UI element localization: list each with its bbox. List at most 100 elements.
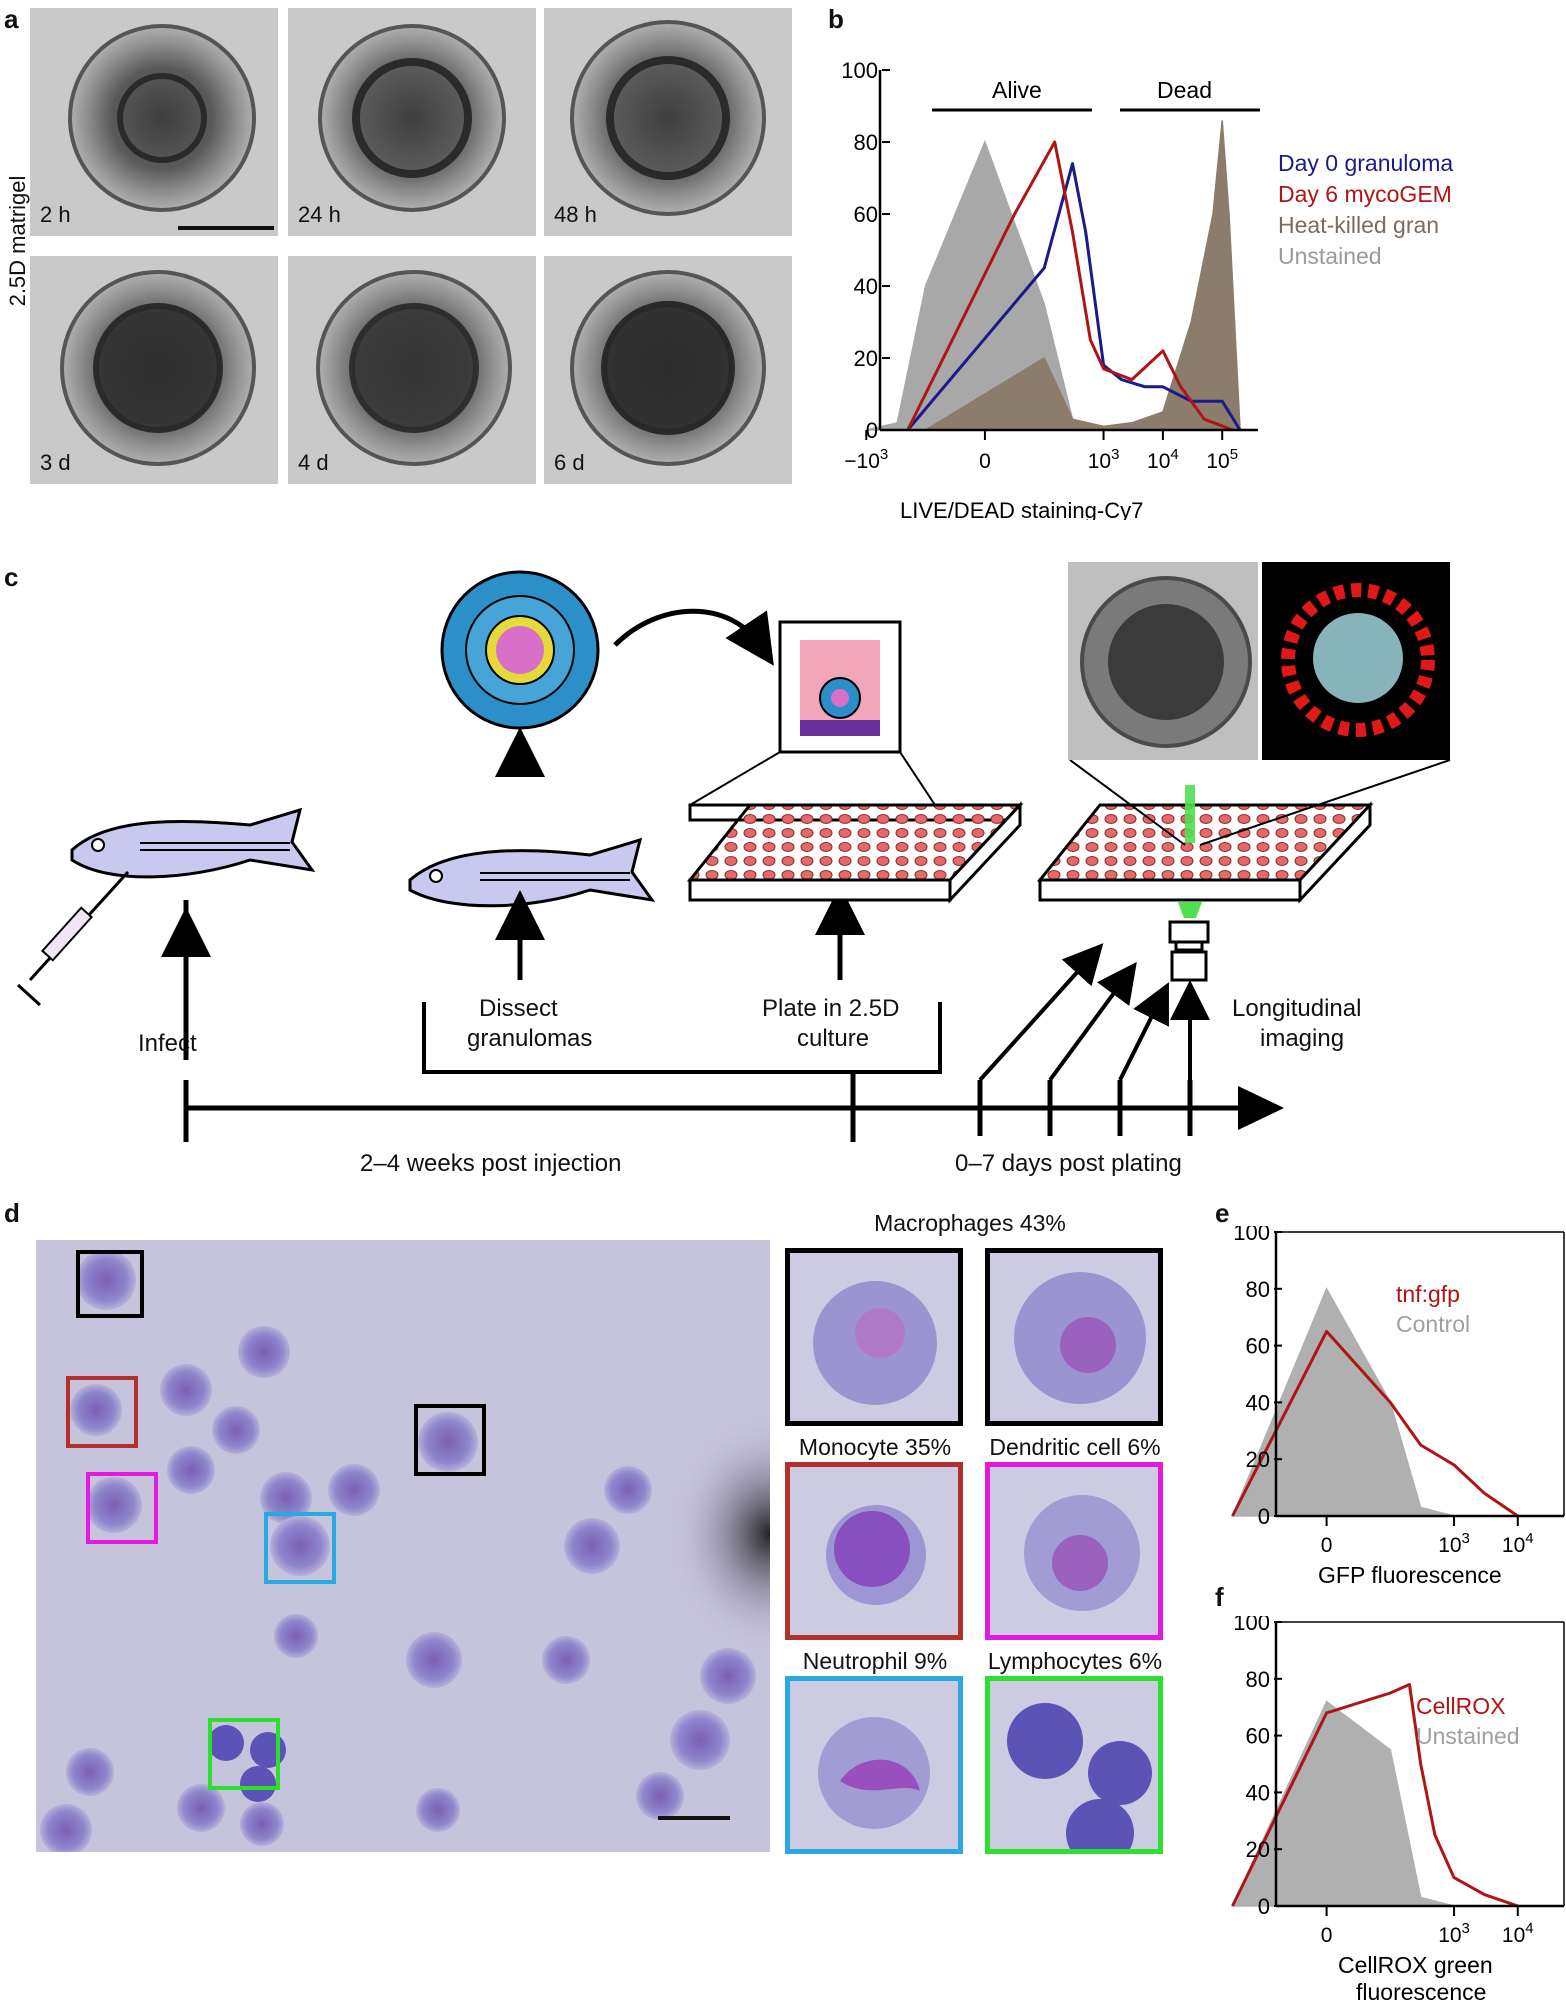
timeline-arrowhead bbox=[1238, 1086, 1284, 1130]
legend-control: Control bbox=[1396, 1311, 1470, 1337]
series-day-0-granuloma bbox=[906, 162, 1242, 431]
x-tick-label: 103 bbox=[1088, 446, 1120, 473]
granuloma-illustration bbox=[440, 570, 600, 730]
legend-unstained: Unstained bbox=[1278, 243, 1382, 269]
x-tick-label: 104 bbox=[1147, 446, 1179, 473]
x-tick-label: 103 bbox=[1438, 1920, 1470, 1947]
organoid-image bbox=[570, 270, 766, 466]
y-tick-label: 0 bbox=[866, 418, 878, 443]
series-cellrox bbox=[1231, 1683, 1519, 1908]
zoom-neutrophil bbox=[785, 1676, 963, 1854]
zebrafish-infected-icon bbox=[70, 807, 316, 879]
gate-alive-label: Alive bbox=[992, 77, 1042, 103]
panel-label-e: e bbox=[1215, 1198, 1230, 1228]
zoom-lymphocytes bbox=[985, 1676, 1163, 1854]
scale-bar bbox=[658, 1816, 730, 1820]
scale-bar bbox=[178, 226, 274, 230]
y-tick-label: 80 bbox=[1246, 1667, 1270, 1692]
y-tick-label: 20 bbox=[1246, 1447, 1270, 1472]
zoom-macrophage-2 bbox=[985, 1248, 1163, 1426]
legend-day6: Day 6 mycoGEM bbox=[1278, 181, 1452, 207]
arrow-diag-1 bbox=[978, 943, 1104, 1082]
x-tick-label: 0 bbox=[979, 450, 991, 473]
cells-field bbox=[40, 1250, 770, 1852]
well-plate-imaging-icon bbox=[1036, 759, 1451, 918]
micrograph-48h: 48 h bbox=[544, 8, 792, 236]
label-neutrophil: Neutrophil 9% bbox=[802, 1648, 948, 1674]
zebrafish-icon bbox=[408, 837, 656, 908]
y-tick-label: 100 bbox=[1233, 1226, 1270, 1245]
panel-label-a: a bbox=[4, 4, 19, 34]
series-heat-killed-gran bbox=[922, 120, 1241, 431]
chart-b-xlabel: LIVE/DEAD staining-Cy7 bbox=[900, 498, 1143, 520]
brightfield-inset bbox=[1068, 562, 1258, 760]
legend-heatkilled: Heat-killed gran bbox=[1278, 212, 1440, 238]
y-tick-label: 40 bbox=[1246, 1390, 1270, 1415]
box-lymphocyte bbox=[208, 1718, 280, 1790]
chart-e-xlabel: GFP fluorescence bbox=[1318, 1562, 1502, 1586]
well-plate-icon bbox=[686, 801, 1024, 904]
y-tick-label: 100 bbox=[1233, 1616, 1270, 1635]
organoid-image bbox=[318, 24, 506, 212]
micrograph-6d: 6 d bbox=[544, 256, 792, 484]
box-monocyte bbox=[66, 1376, 138, 1448]
legend-day0: Day 0 granuloma bbox=[1278, 150, 1454, 176]
label-lymphocytes: Lymphocytes 6% bbox=[987, 1648, 1163, 1674]
box-macrophage-2 bbox=[414, 1404, 486, 1476]
x-tick-label: 0 bbox=[1321, 1534, 1333, 1557]
panel-label-f: f bbox=[1215, 1582, 1224, 1612]
x-tick-label: 0 bbox=[1321, 1924, 1333, 1947]
y-tick-label: 20 bbox=[1246, 1837, 1270, 1862]
x-tick-label: 103 bbox=[1438, 1530, 1470, 1557]
timepoint-label: 48 h bbox=[554, 202, 597, 227]
workflow-schematic bbox=[16, 570, 1451, 1142]
x-tick-label: 104 bbox=[1502, 1920, 1534, 1947]
label-dendritic: Dendritic cell 6% bbox=[989, 1434, 1161, 1460]
label-macrophages: Macrophages 43% bbox=[874, 1210, 1066, 1236]
step-infect-label: Infect bbox=[138, 1030, 197, 1057]
step-dissect-label-1: Dissect bbox=[479, 995, 558, 1022]
zoom-macrophage-1 bbox=[785, 1248, 963, 1426]
timepoint-label: 24 h bbox=[298, 202, 341, 227]
step-imaging-label-1: Longitudinal bbox=[1232, 995, 1362, 1022]
chart-f-xlabel-1: CellROX green bbox=[1338, 1952, 1493, 1978]
microscope-objective-icon bbox=[1168, 920, 1210, 982]
step-plate-label-1: Plate in 2.5D bbox=[762, 995, 900, 1022]
panel-label-d: d bbox=[4, 1198, 20, 1228]
curved-arrow bbox=[613, 608, 774, 666]
x-tick-label: −103 bbox=[844, 446, 888, 473]
series-day-6-mycogem bbox=[906, 140, 1234, 432]
box-dendritic bbox=[86, 1472, 158, 1544]
y-tick-label: 60 bbox=[1246, 1724, 1270, 1749]
arrow-diag-2 bbox=[1048, 961, 1137, 1082]
micrograph-3d: 3 d bbox=[30, 256, 278, 484]
timepoint-label: 3 d bbox=[40, 450, 71, 475]
zoom-dendritic bbox=[985, 1462, 1163, 1640]
organoid-image bbox=[570, 20, 766, 216]
chart-b-legend: Day 0 granuloma Day 6 mycoGEM Heat-kille… bbox=[1278, 148, 1453, 272]
legend-cellrox: CellROX bbox=[1416, 1693, 1505, 1719]
y-tick-label: 20 bbox=[854, 346, 878, 371]
matrigel-side-label: 2.5D matrigel bbox=[5, 175, 30, 307]
x-tick-label: 105 bbox=[1206, 446, 1238, 473]
legend-tnfgfp: tnf:gfp bbox=[1396, 1281, 1460, 1307]
timeline-right-label: 0–7 days post plating bbox=[955, 1150, 1182, 1177]
legend-unstained: Unstained bbox=[1416, 1723, 1520, 1749]
micrograph-4d: 4 d bbox=[288, 256, 536, 484]
organoid-image bbox=[316, 270, 512, 466]
fluorescence-inset bbox=[1262, 562, 1450, 760]
step-plate-label-2: culture bbox=[797, 1025, 870, 1052]
panel-label-c: c bbox=[4, 562, 19, 592]
series-tnf-gfp bbox=[1231, 1329, 1519, 1518]
box-neutrophil bbox=[264, 1512, 336, 1584]
x-tick-label: 104 bbox=[1502, 1530, 1534, 1557]
box-macrophage-1 bbox=[76, 1250, 144, 1318]
micrograph-2h: 2 h bbox=[30, 8, 278, 236]
bracket bbox=[422, 1002, 942, 1074]
y-tick-label: 80 bbox=[1246, 1277, 1270, 1302]
syringe-icon bbox=[16, 870, 130, 1007]
timepoint-label: 4 d bbox=[298, 450, 329, 475]
